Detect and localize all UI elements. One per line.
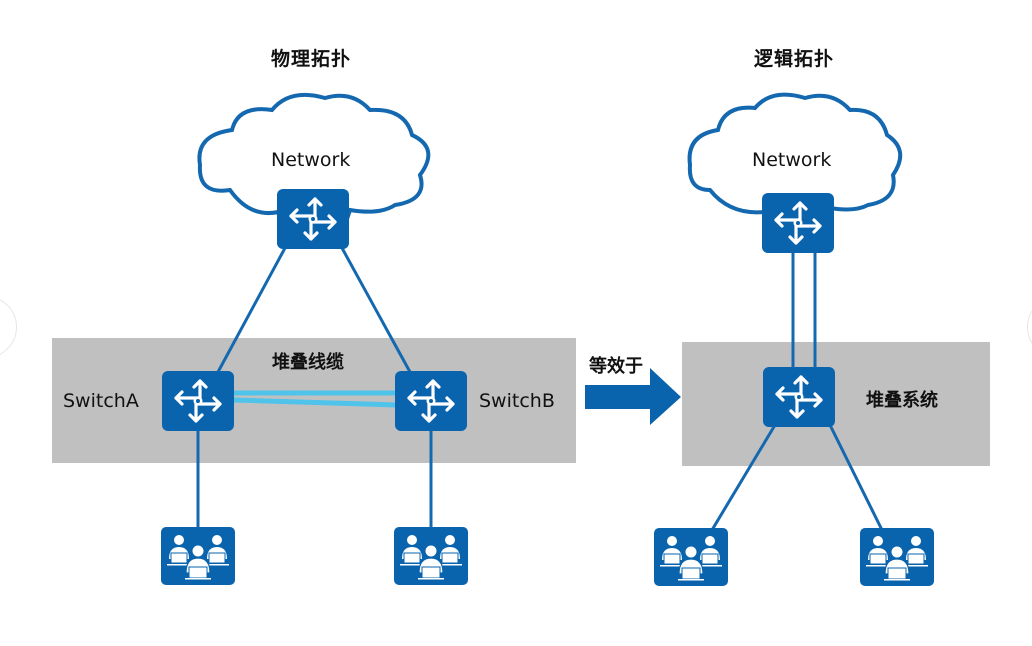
cloud-icon: [197, 93, 431, 227]
user-group-icon: [859, 527, 935, 587]
router-switch-icon: [393, 369, 469, 433]
logical-cloud-label: Network: [752, 149, 832, 171]
physical-topology-title: 物理拓扑: [271, 48, 352, 70]
link-core-switch-a: [216, 247, 287, 373]
switch-a-label: SwitchA: [63, 390, 139, 412]
router-switch-icon: [761, 365, 837, 429]
logical-topology-title: 逻辑拓扑: [754, 48, 835, 70]
stack-region-logical: [682, 342, 990, 466]
router-switch-icon: [275, 187, 351, 251]
user-group-icon: [393, 526, 469, 586]
cloud-icon: [687, 92, 903, 227]
physical-cloud-label: Network: [271, 149, 351, 171]
user-group-icon: [160, 526, 236, 586]
link-stack-users-right: [828, 424, 884, 531]
physical-links: [196, 247, 433, 528]
logical-links: [710, 252, 884, 531]
switch-b-label: SwitchB: [479, 390, 555, 412]
equivalence-label: 等效于: [589, 356, 643, 377]
stack-cable-2: [233, 397, 398, 408]
router-switch-icon: [160, 369, 236, 433]
router-switch-icon: [760, 191, 836, 255]
user-group-icon: [653, 527, 729, 587]
stack-system-label: 堆叠系统: [866, 390, 938, 411]
link-stack-users-left: [710, 424, 777, 531]
stack-cable-label: 堆叠线缆: [272, 352, 344, 373]
link-core-switch-b: [340, 247, 412, 373]
right-arrow-icon: [585, 368, 681, 425]
